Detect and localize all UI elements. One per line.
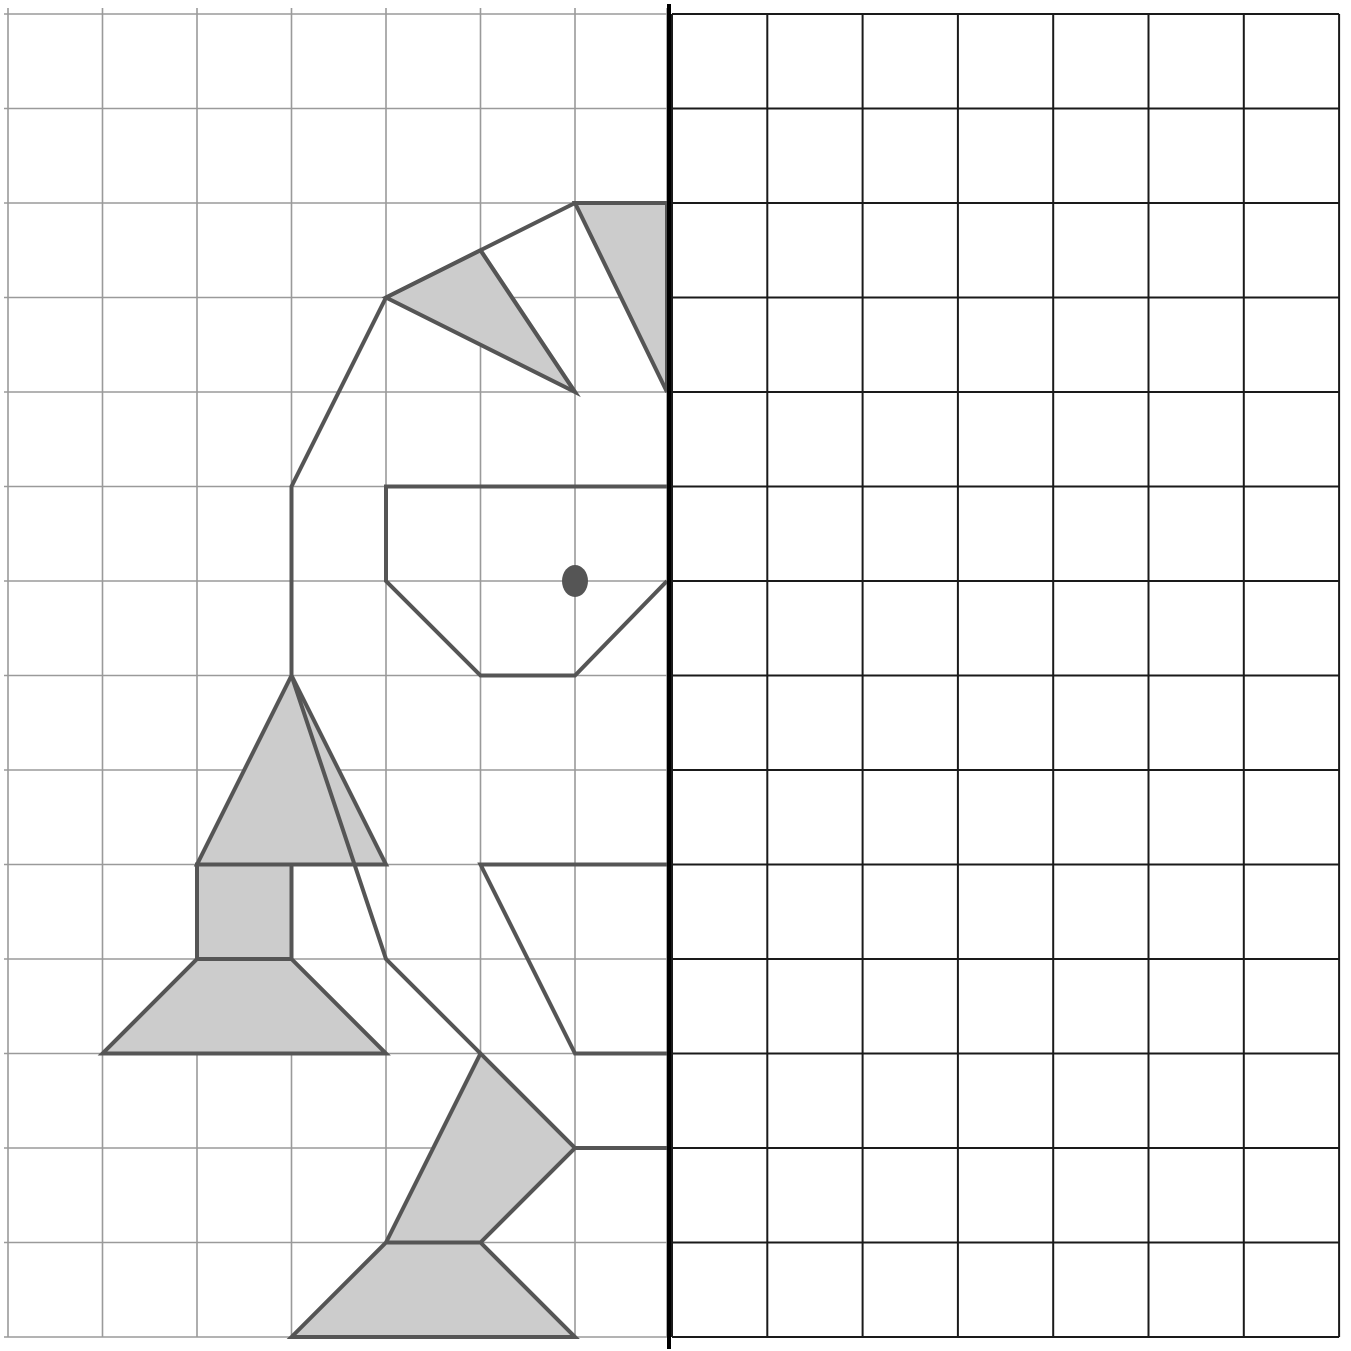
body-column xyxy=(197,865,292,960)
eye-dot xyxy=(562,565,588,597)
figure-eye xyxy=(562,565,588,597)
